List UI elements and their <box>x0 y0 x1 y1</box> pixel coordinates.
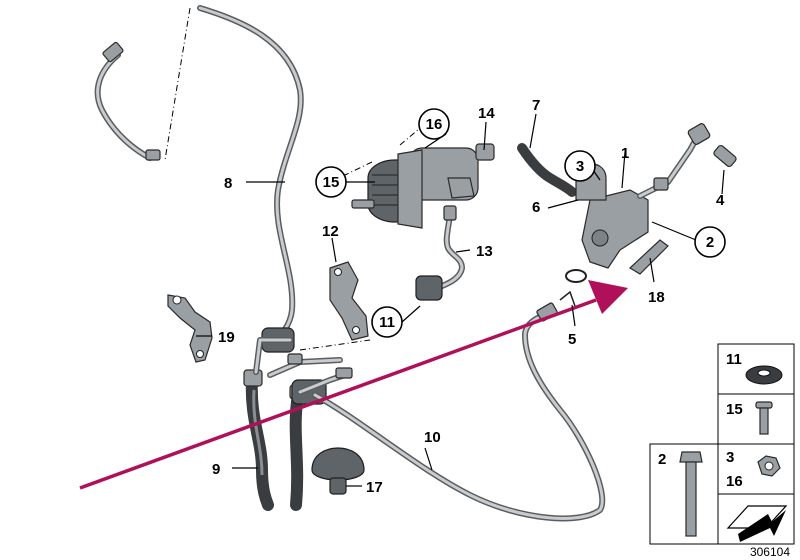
slave-cylinder-14 <box>344 127 495 229</box>
label-8: 8 <box>224 175 232 192</box>
legend-label-3: 3 <box>726 449 734 466</box>
pointer-arrow <box>79 280 628 490</box>
grommet-17 <box>311 447 365 495</box>
callout-circle-16 <box>418 108 450 140</box>
master-cylinder-1 <box>575 123 711 269</box>
label-13: 13 <box>476 243 493 260</box>
label-6: 6 <box>532 199 540 216</box>
label-3: 3 <box>576 158 584 175</box>
label-11: 11 <box>379 314 395 331</box>
bracket-19 <box>167 294 213 363</box>
legend-box-3-16 <box>717 443 795 495</box>
diagram-id: 306104 <box>750 545 790 559</box>
label-1: 1 <box>621 145 629 162</box>
callout-circle-11 <box>371 306 403 338</box>
clip-5 <box>559 269 587 307</box>
callout-circle-15 <box>315 166 347 198</box>
legend-label-11: 11 <box>726 351 742 368</box>
label-9: 9 <box>212 461 220 478</box>
label-10: 10 <box>424 429 441 446</box>
legend-label-2: 2 <box>658 451 666 468</box>
hose-7 <box>517 143 577 197</box>
label-2: 2 <box>706 234 714 251</box>
part-number-labels: 8 12 19 9 10 17 13 14 7 1 4 6 18 5 16 15… <box>212 97 726 496</box>
callout-circle-3 <box>564 150 596 182</box>
callout-circle-2 <box>694 226 726 258</box>
legend-panel: 11 15 2 3 16 <box>649 343 795 545</box>
label-4: 4 <box>716 192 725 209</box>
label-12: 12 <box>322 223 339 240</box>
pipe-18 <box>629 239 669 275</box>
label-18: 18 <box>648 289 665 306</box>
pin-4 <box>713 144 737 168</box>
label-5: 5 <box>568 331 576 348</box>
label-14: 14 <box>478 105 495 122</box>
fluid-line-8 <box>94 5 304 351</box>
label-16: 16 <box>426 116 443 133</box>
label-17: 17 <box>366 479 383 496</box>
hose-13 <box>415 205 465 301</box>
label-7: 7 <box>532 97 540 114</box>
label-15: 15 <box>323 174 340 191</box>
bracket-12 <box>329 261 369 341</box>
label-19: 19 <box>218 329 235 346</box>
fluid-line-10 <box>312 302 606 522</box>
legend-label-16: 16 <box>726 473 743 490</box>
legend-box-symbol <box>717 493 795 545</box>
legend-label-15: 15 <box>726 401 743 418</box>
